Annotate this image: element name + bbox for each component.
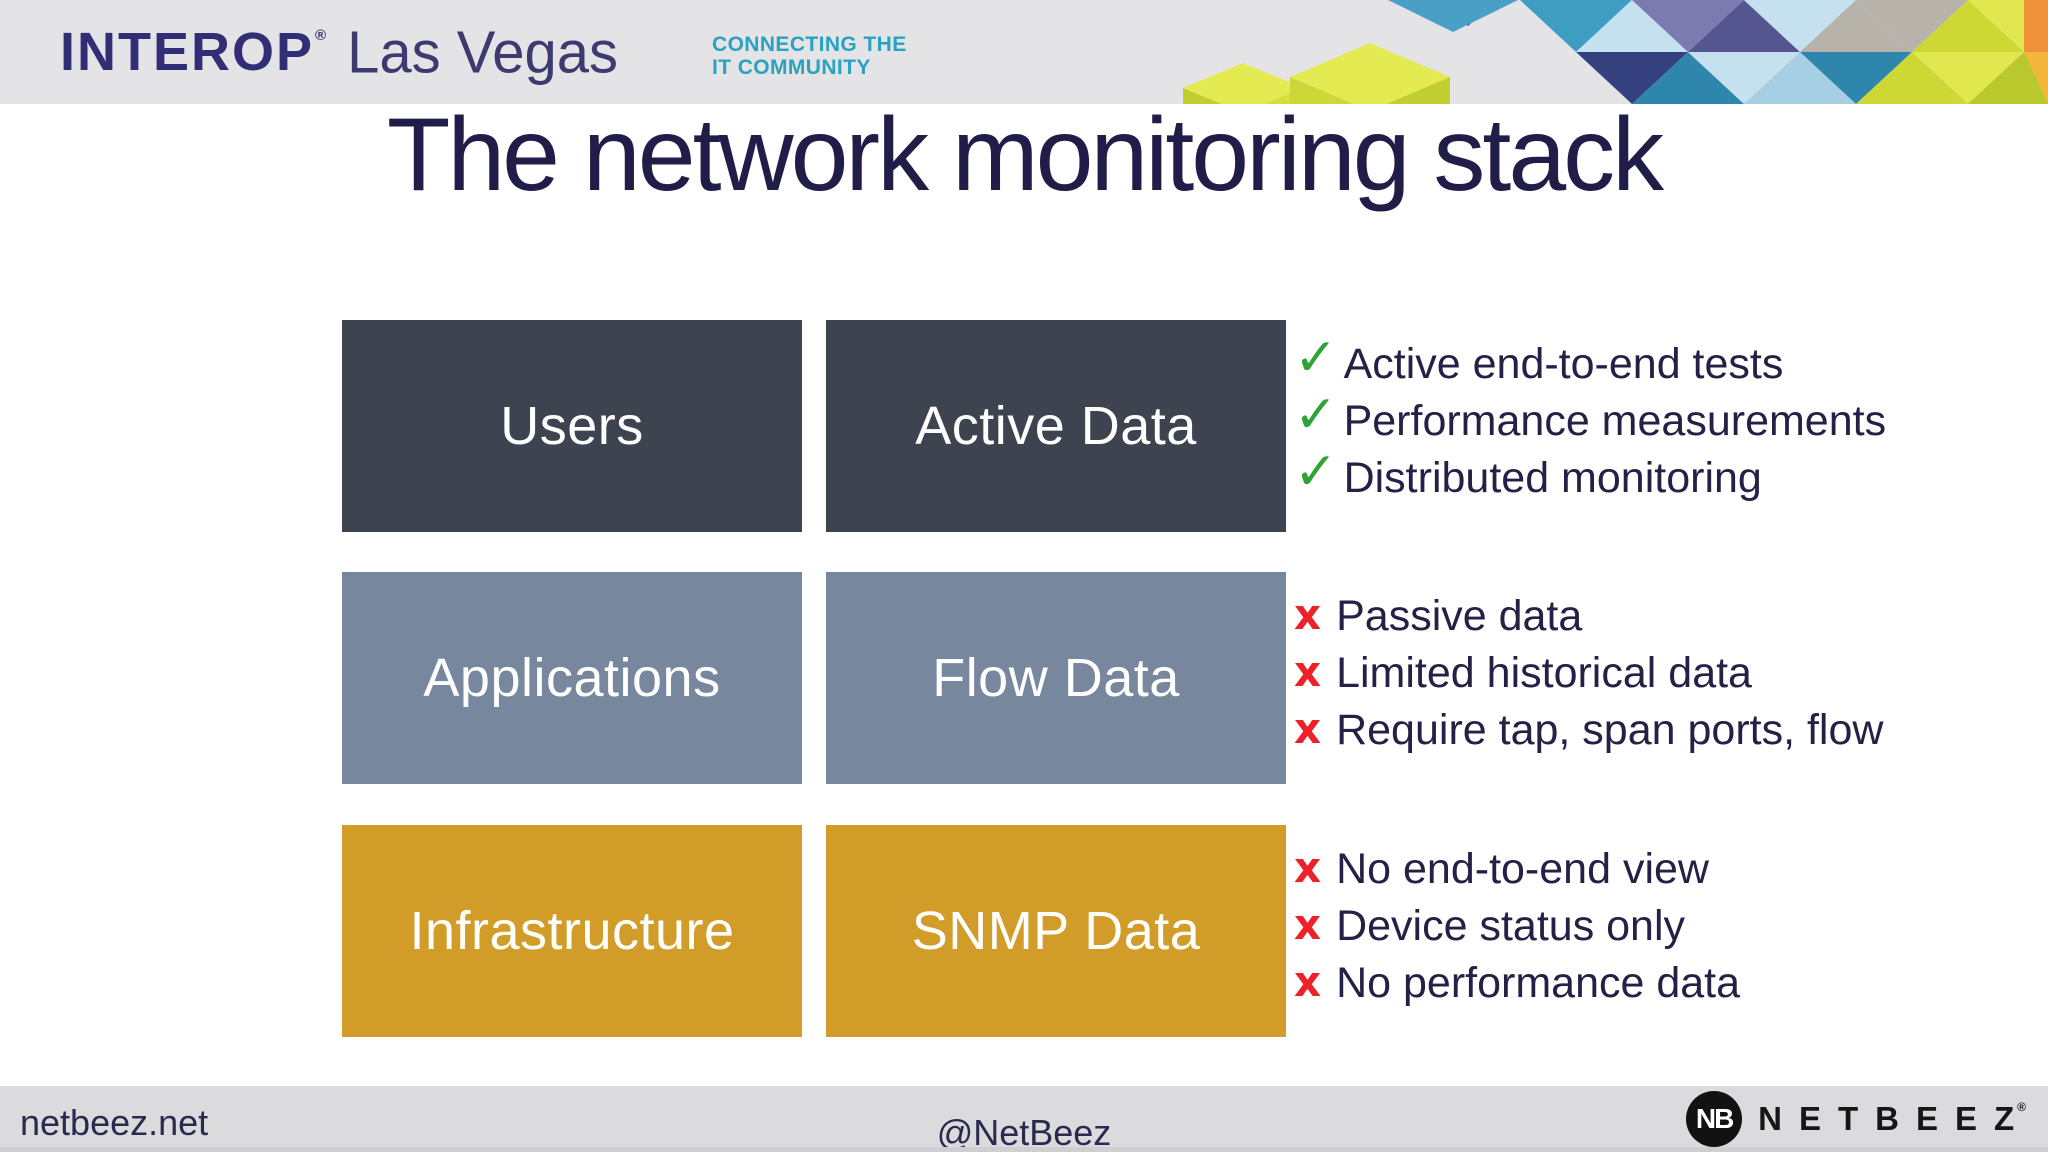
list-item: x Device status only — [1294, 898, 1740, 955]
tagline-line1: CONNECTING THE — [712, 33, 907, 56]
bullet-list: x No end-to-end view x Device status onl… — [1294, 841, 1740, 1012]
tagline: CONNECTING THE IT COMMUNITY — [712, 33, 907, 79]
list-item-text: Limited historical data — [1336, 649, 1752, 697]
list-item: ✓ Distributed monitoring — [1294, 446, 1886, 507]
list-item-text: No performance data — [1336, 959, 1741, 1007]
cross-icon: x — [1294, 956, 1322, 1006]
stack-row-users: Users Active Data ✓ Active end-to-end te… — [342, 320, 2048, 532]
footer-bar: netbeez.net @NetBeez NB NETBEEZ ® — [0, 1086, 2048, 1152]
cube-large — [1290, 43, 1450, 104]
tagline-line2: IT COMMUNITY — [712, 56, 871, 79]
stack-row-applications: Applications Flow Data x Passive data x … — [342, 572, 2048, 784]
footer-twitter-handle: @NetBeez — [936, 1112, 1112, 1152]
check-icon: ✓ — [1294, 327, 1338, 388]
data-box-snmp-data: SNMP Data — [826, 825, 1286, 1037]
stack-row-infrastructure: Infrastructure SNMP Data x No end-to-end… — [342, 825, 2048, 1037]
data-box-label: SNMP Data — [911, 901, 1201, 961]
netbeez-logo: NB NETBEEZ ® — [1686, 1091, 2040, 1147]
data-box-active-data: Active Data — [826, 320, 1286, 532]
cross-icon: x — [1294, 646, 1322, 696]
layer-box-infrastructure: Infrastructure — [342, 825, 802, 1037]
header-bar: INTEROP ® Las Vegas CONNECTING THE IT CO… — [0, 0, 2048, 104]
registered-mark-icon: ® — [315, 26, 327, 44]
list-item: x No end-to-end view — [1294, 841, 1740, 898]
brand-las-vegas: Las Vegas — [347, 18, 618, 86]
list-item: x No performance data — [1294, 955, 1740, 1012]
check-icon: ✓ — [1294, 441, 1338, 502]
list-item-text: Distributed monitoring — [1343, 454, 1762, 502]
list-item: ✓ Performance measurements — [1294, 389, 1887, 450]
layer-box-label: Applications — [423, 648, 721, 708]
layer-box-users: Users — [342, 320, 802, 532]
brand-interop: INTEROP — [60, 22, 315, 82]
cross-icon: x — [1294, 703, 1322, 753]
bullet-list: x Passive data x Limited historical data… — [1294, 588, 1883, 759]
layer-box-label: Infrastructure — [409, 901, 735, 961]
page-title: The network monitoring stack — [386, 97, 1664, 213]
list-item-text: Active end-to-end tests — [1343, 340, 1784, 388]
cross-icon: x — [1294, 842, 1322, 892]
list-item: x Limited historical data — [1294, 645, 1883, 702]
data-box-label: Active Data — [915, 396, 1197, 456]
list-item-text: Performance measurements — [1343, 397, 1887, 445]
list-item-text: Passive data — [1336, 592, 1583, 640]
footer-site-url: netbeez.net — [20, 1102, 209, 1143]
cross-icon: x — [1294, 899, 1322, 949]
layer-box-label: Users — [500, 396, 644, 456]
layer-box-applications: Applications — [342, 572, 802, 784]
footer-bottom-edge — [0, 1147, 2048, 1152]
list-item: x Require tap, span ports, flow — [1294, 702, 1883, 759]
list-item-text: No end-to-end view — [1336, 845, 1709, 893]
netbeez-wordmark: NETBEEZ — [1758, 1100, 2032, 1137]
list-item: x Passive data — [1294, 588, 1883, 645]
interop-logo: INTEROP ® Las Vegas — [60, 0, 618, 104]
netbeez-monogram-icon: NB — [1686, 1091, 1743, 1147]
check-icon: ✓ — [1294, 384, 1338, 445]
data-box-label: Flow Data — [932, 648, 1180, 708]
list-item-text: Require tap, span ports, flow — [1336, 706, 1884, 754]
mosaic-pattern — [1183, 0, 2048, 104]
list-item-text: Device status only — [1336, 902, 1686, 950]
list-item: ✓ Active end-to-end tests — [1294, 332, 1886, 393]
cross-icon: x — [1294, 589, 1322, 639]
bullet-list: ✓ Active end-to-end tests ✓ Performance … — [1294, 332, 1887, 507]
registered-mark-icon: ® — [2017, 1100, 2026, 1114]
data-box-flow-data: Flow Data — [826, 572, 1286, 784]
